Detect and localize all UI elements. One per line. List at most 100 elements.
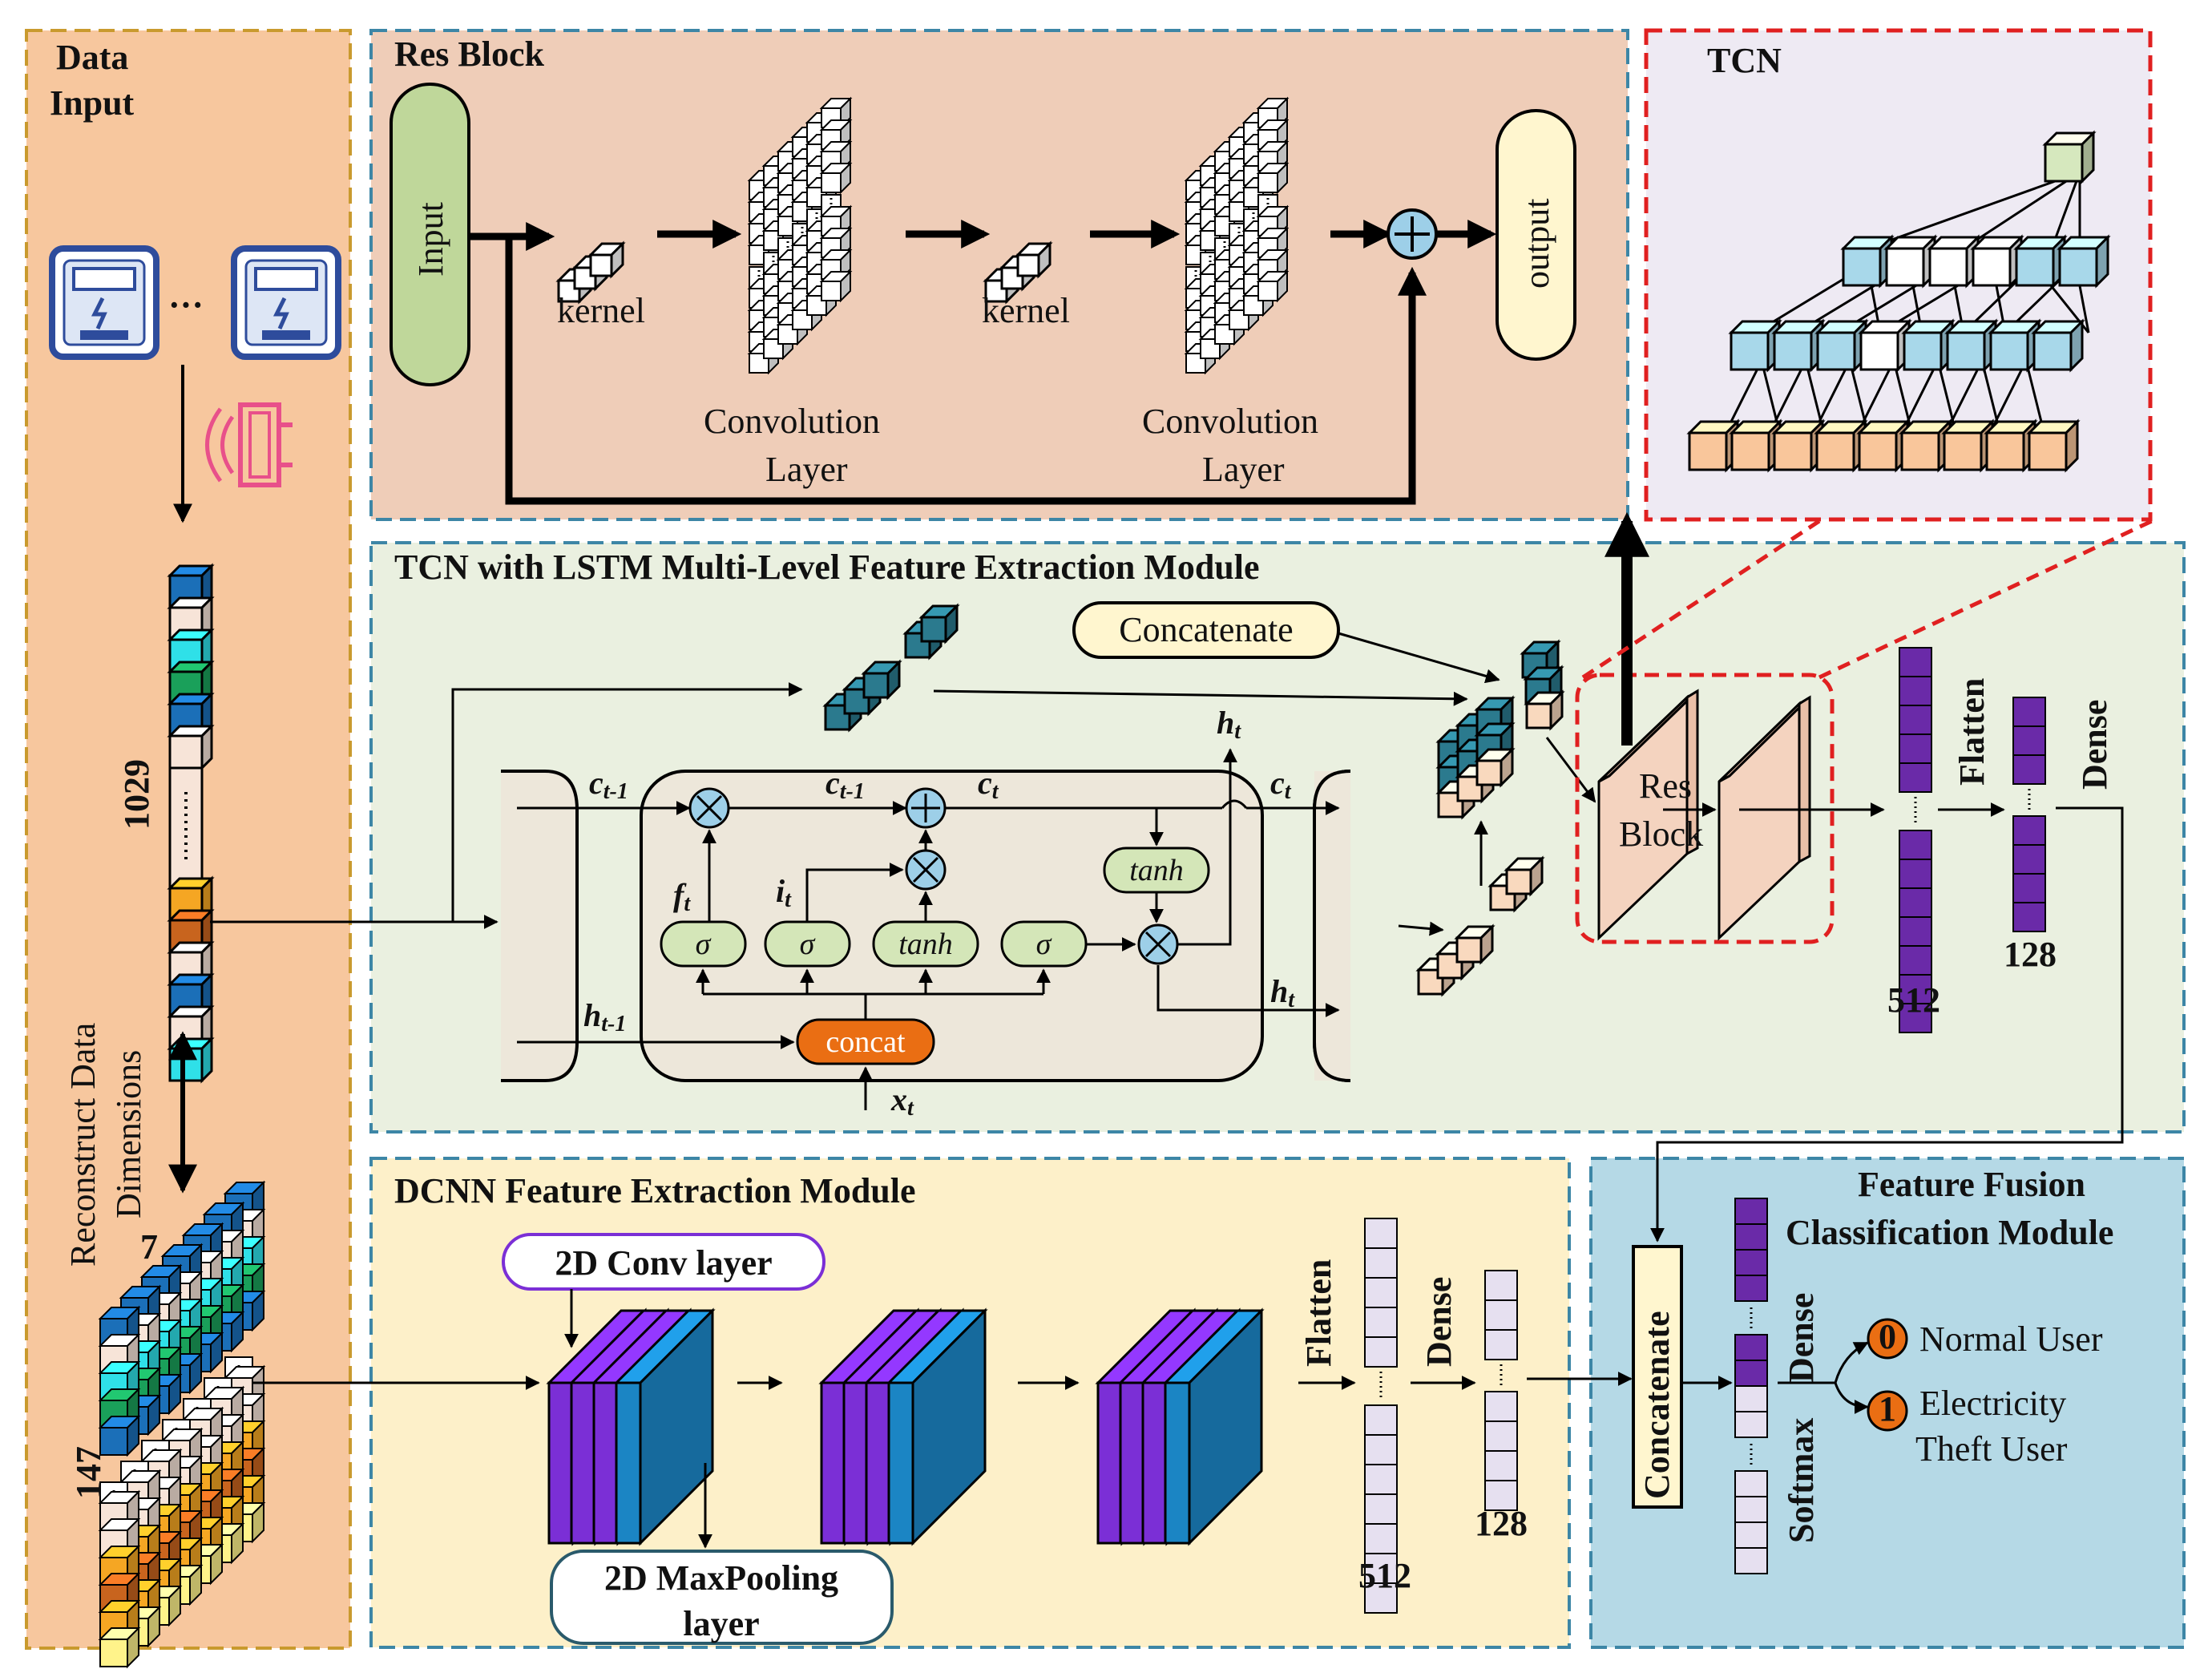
class-0-badge [1867, 1318, 1908, 1360]
conv-layer-pill [502, 1233, 825, 1291]
candidate-gate-label: tanh [898, 927, 953, 961]
conv-layer-1 [747, 96, 853, 375]
data-cube-icon [1771, 418, 1826, 473]
data-cube-icon [1524, 689, 1565, 731]
lstm-concatenate-pill [1072, 601, 1340, 659]
multiply-icon [688, 787, 730, 829]
lstm-flatten-label: Flatten [1952, 678, 1992, 786]
data-cube-icon [167, 627, 215, 675]
grid-cols-label: 7 [140, 1227, 158, 1267]
lstm-dense-size: 128 [2004, 935, 2057, 974]
data-cube-icon [1256, 161, 1290, 195]
data-input-title: Data [56, 38, 128, 77]
data-cube-icon [2031, 318, 2085, 373]
data-cube-icon [861, 659, 902, 701]
fusion-softmax-label: Softmax [1782, 1418, 1821, 1543]
meter-ellipsis: ··· [168, 285, 204, 325]
grid-rows-label: 147 [69, 1446, 108, 1499]
data-cube-icon [1944, 318, 1999, 373]
data-cube-icon [1883, 234, 1938, 289]
lstm-dense-label: Dense [2075, 700, 2114, 790]
skip-feature-cubes [822, 603, 960, 733]
i-t: it [776, 873, 792, 912]
sequence-column [167, 563, 215, 1084]
f-t: ft [673, 877, 691, 916]
data-cube-icon [2013, 234, 2068, 289]
data-cube-icon [1729, 418, 1783, 473]
smart-meter-icon [49, 245, 159, 360]
data-cube-icon [1504, 855, 1545, 897]
data-cube-icon [167, 1036, 215, 1084]
res-slab-label-2: Block [1619, 814, 1703, 854]
maxpool-label-2: layer [683, 1604, 759, 1643]
dcnn-dense-size: 128 [1475, 1504, 1528, 1543]
reconstruct-label-2: Dimensions [109, 1050, 148, 1218]
data-cube-icon [1454, 923, 1496, 965]
multiply-icon [1137, 923, 1179, 965]
data-cube-icon [1899, 418, 1953, 473]
data-cube-icon [167, 723, 215, 771]
fusion-dense-label: Dense [1782, 1293, 1821, 1383]
class-1-label: Electricity [1919, 1384, 2066, 1423]
res-block-slabs [1597, 689, 1811, 941]
data-cube-icon [1941, 418, 1996, 473]
maxpool-label: 2D MaxPooling [604, 1558, 838, 1598]
data-cube-icon [819, 161, 853, 195]
data-cube-icon [1771, 318, 1826, 373]
data-grid-3d [98, 1180, 266, 1669]
h-t-right: ht [1270, 973, 1295, 1012]
kernel-2-label: kernel [982, 291, 1070, 330]
dcnn-flatten-label: Flatten [1299, 1259, 1338, 1367]
lstm-flatten-vector [1899, 647, 1932, 1033]
stacked-feature-cubes [1415, 639, 1565, 997]
forget-gate-label: σ [696, 927, 712, 961]
reconstruct-label: Reconstruct Data [63, 1023, 103, 1267]
class-0-num: 0 [1879, 1317, 1896, 1356]
res-block-title: Res Block [394, 34, 545, 74]
conv-layer-2 [1184, 96, 1290, 375]
data-cube-icon [1015, 240, 1053, 279]
c-t-mid: ct [978, 765, 999, 804]
h-t-top: ht [1217, 705, 1241, 744]
class-1-label-2: Theft User [1915, 1429, 2068, 1469]
lstm-dense-vector [2012, 697, 2046, 932]
res-input-label: Input [411, 202, 450, 277]
dcnn-dense-vector [1484, 1270, 1518, 1511]
data-cube-icon [587, 240, 626, 279]
dcnn-flatten-size: 512 [1358, 1556, 1411, 1595]
wireless-router-icon [205, 402, 293, 487]
tcn-zoom-box [1575, 673, 1835, 944]
dcnn-conv-stack-1 [546, 1307, 716, 1546]
dcnn-conv-stack-3 [1095, 1307, 1265, 1546]
data-cube-icon [1988, 318, 2042, 373]
data-cube-icon [1901, 318, 1956, 373]
output-gate-label: σ [1036, 927, 1052, 961]
data-cube-icon [1474, 746, 1516, 788]
dcnn-module-title: DCNN Feature Extraction Module [394, 1171, 916, 1210]
conv-1-label-2: Layer [765, 450, 848, 489]
dcnn-conv-stack-2 [818, 1307, 988, 1546]
c-prev-left: ct-1 [589, 765, 628, 804]
tcn-tree [1686, 130, 2111, 473]
data-cube-icon [1858, 318, 1912, 373]
fusion-concatenate-label: Concatenate [1637, 1311, 1677, 1499]
res-slab-label: Res [1639, 766, 1692, 806]
data-cube-icon [819, 269, 853, 303]
fusion-title-2: Classification Module [1786, 1213, 2113, 1252]
kernel-1 [555, 240, 626, 305]
class-0-label: Normal User [1919, 1319, 2103, 1359]
class-1-badge [1867, 1390, 1908, 1432]
multiply-icon [905, 849, 947, 891]
data-cube-icon [2057, 234, 2111, 289]
lstm-module-title: TCN with LSTM Multi-Level Feature Extrac… [394, 548, 1260, 587]
data-cube-icon [1856, 418, 1911, 473]
data-cube-icon [98, 1626, 141, 1669]
forget-gate [660, 920, 747, 968]
data-cube-icon [1474, 721, 1516, 762]
kernel-2 [983, 240, 1053, 305]
data-cube-icon [918, 603, 960, 645]
input-gate-label: σ [800, 927, 816, 961]
data-cube-icon [1728, 318, 1782, 373]
conv-layer-label: 2D Conv layer [555, 1243, 772, 1283]
